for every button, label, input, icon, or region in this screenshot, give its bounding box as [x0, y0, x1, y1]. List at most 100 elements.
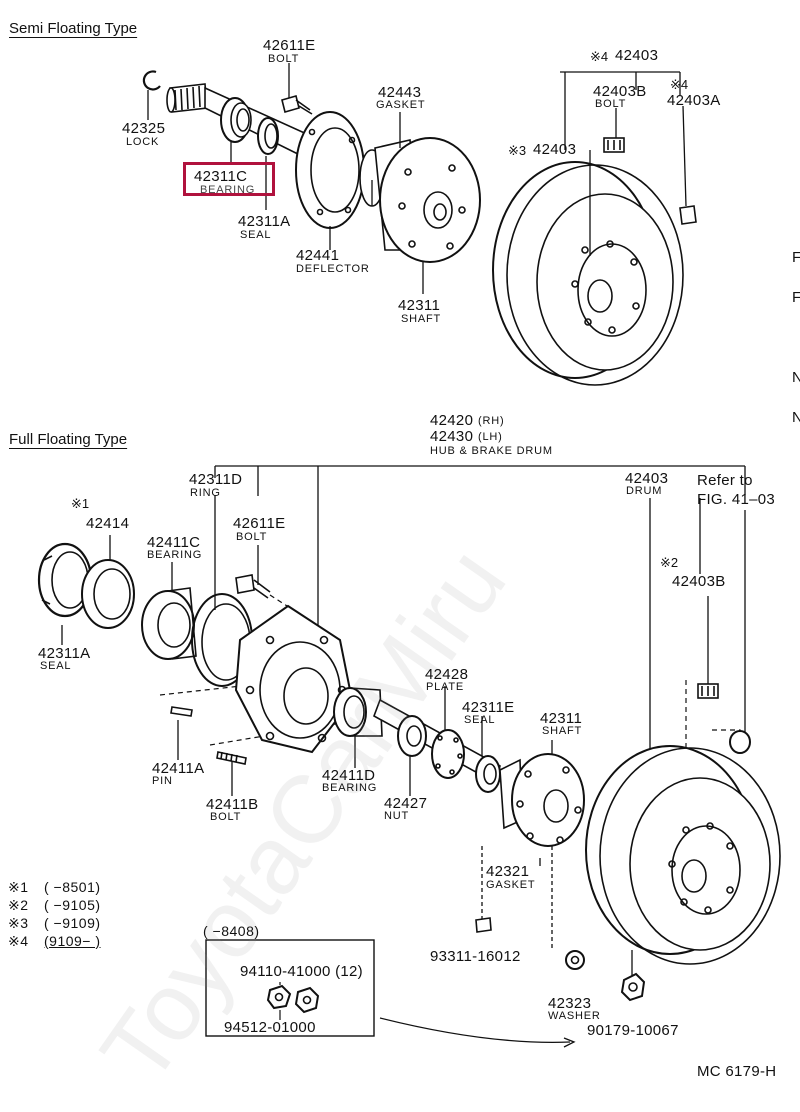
semi-floating-title: Semi Floating Type — [9, 20, 138, 37]
semi-part-42325-number: 42325 — [122, 120, 166, 137]
inset-part-1: 94110-41000 (12) — [240, 963, 363, 980]
full-outer-bearing-icon — [141, 587, 197, 660]
full-part-42311E-number: 42311E — [462, 699, 515, 716]
semi-part-42311A-name: SEAL — [240, 229, 272, 241]
semi-bearing-icon — [220, 97, 252, 143]
legend-range-3: ( −9109) — [44, 915, 101, 931]
full-shaft-seal-icon — [475, 755, 501, 793]
semi-part-42441-name: DEFLECTOR — [296, 263, 370, 275]
semi-part-42403A-number: 42403A — [667, 92, 721, 109]
semi-plug-icon — [679, 205, 697, 225]
full-part-42611E-name: BOLT — [236, 531, 268, 543]
full-part-42427-name: NUT — [384, 810, 410, 822]
full-part-42321-number: 42321 — [486, 863, 530, 880]
refer-line-1: Refer to — [697, 472, 753, 489]
full-part-42311A-number: 42311A — [38, 645, 91, 662]
semi-part-42403-alt-number: 42403 — [533, 141, 577, 158]
edge-letter-4: N — [792, 409, 800, 426]
semi-part-42403B-number: 42403B — [593, 83, 647, 100]
hub-id-lh: 42430 — [430, 428, 474, 445]
semi-part-42443-name: GASKET — [376, 99, 426, 111]
full-part-42321-name: GASKET — [486, 879, 536, 891]
semi-part-42311-name: SHAFT — [401, 313, 442, 325]
full-oil-seal-icon — [81, 559, 135, 629]
semi-drum-bolt-icon — [603, 137, 625, 153]
full-pin-icon — [170, 706, 193, 717]
full-part-42428-number: 42428 — [425, 666, 469, 683]
full-part-42311-number: 42311 — [540, 710, 583, 727]
full-part-42411A-number: 42411A — [152, 760, 205, 777]
semi-part-42443-number: 42443 — [378, 84, 422, 101]
legend-mark-3: ※3 — [8, 915, 29, 931]
semi-part-42311C-name: BEARING — [200, 184, 256, 196]
legend-range-1: ( −8501) — [44, 879, 101, 895]
semi-part-42325-name: LOCK — [126, 136, 160, 148]
inset-lock-nut-icon — [294, 986, 320, 1014]
full-part-42411B-name: BOLT — [210, 811, 242, 823]
full-nut-icon — [397, 715, 427, 757]
refer-line-2: FIG. 41–03 — [697, 491, 776, 508]
full-part-42311-name: SHAFT — [542, 725, 583, 737]
full-part-42311A-name: SEAL — [40, 660, 72, 672]
semi-deflector-icon — [295, 111, 365, 229]
legend-range-4: (9109− ) — [44, 933, 101, 949]
full-part-42411A-name: PIN — [152, 775, 173, 787]
semi-drum-icon — [492, 161, 684, 386]
semi-leader-lines — [147, 63, 687, 294]
hub-name: HUB & BRAKE DRUM — [430, 445, 553, 457]
full-part-42403B-mark: ※2 — [660, 555, 679, 570]
full-plate-icon — [431, 729, 465, 779]
full-stud-bolt-icon — [216, 751, 247, 765]
semi-hub-flange-icon — [374, 137, 481, 263]
semi-part-42403A-mark: ※4 — [670, 77, 689, 92]
figure-code: MC 6179-H — [697, 1063, 777, 1080]
inset-arrow — [379, 1017, 576, 1048]
edge-letter-1: F — [792, 249, 800, 266]
inset-part-2: 94512-01000 — [224, 1019, 316, 1036]
full-hub-nut-icon — [620, 972, 646, 1002]
full-part-42411C-number: 42411C — [147, 534, 201, 551]
full-part-42611E-number: 42611E — [233, 515, 286, 532]
full-part-42311E-name: SEAL — [464, 714, 496, 726]
semi-part-42611E-name: BOLT — [268, 53, 300, 65]
legend-range-2: ( −9105) — [44, 897, 101, 913]
full-hub-icon — [234, 604, 354, 754]
edge-letter-3: N — [792, 369, 800, 386]
legend-mark-4: ※4 — [8, 933, 29, 949]
full-part-42323-name: WASHER — [548, 1010, 601, 1022]
highlight-box — [183, 162, 275, 196]
semi-part-42311C-number: 42311C — [194, 168, 248, 185]
semi-part-42403-number: 42403 — [615, 47, 659, 64]
full-part-42403-name: DRUM — [626, 485, 663, 497]
full-part-42403B-number: 42403B — [672, 573, 726, 590]
semi-part-42403B-name: BOLT — [595, 98, 627, 110]
hub-suffix-lh: (LH) — [478, 431, 503, 443]
full-part-42414-number: 42414 — [86, 515, 130, 532]
full-part-42311D-name: RING — [190, 487, 221, 499]
full-part-42414-mark: ※1 — [71, 496, 90, 511]
full-part-42411D-number: 42411D — [322, 767, 376, 784]
full-part-90179-number: 90179-10067 — [587, 1022, 679, 1039]
hub-suffix-rh: (RH) — [478, 415, 505, 427]
inset-range: ( −8408) — [203, 923, 260, 939]
inset-box — [205, 939, 375, 1037]
semi-part-42441-number: 42441 — [296, 247, 340, 264]
semi-part-42311A-number: 42311A — [238, 213, 291, 230]
full-shaft-flange-icon — [499, 753, 585, 847]
semi-part-42403-alt-mark: ※3 — [508, 143, 527, 158]
full-part-42323-number: 42323 — [548, 995, 592, 1012]
full-part-42428-name: PLATE — [426, 681, 465, 693]
edge-letter-2: F — [792, 289, 800, 306]
semi-part-42403-mark: ※4 — [590, 49, 609, 64]
legend-mark-1: ※1 — [8, 879, 29, 895]
semi-bolt-icon — [281, 95, 313, 115]
hub-id-rh: 42420 — [430, 412, 474, 429]
full-plug-icon — [729, 730, 751, 754]
full-drum-icon — [585, 745, 781, 965]
full-part-42311D-number: 42311D — [189, 471, 243, 488]
semi-lock-icon — [142, 70, 161, 91]
full-part-42411D-name: BEARING — [322, 782, 378, 794]
semi-seal-icon — [257, 117, 279, 155]
